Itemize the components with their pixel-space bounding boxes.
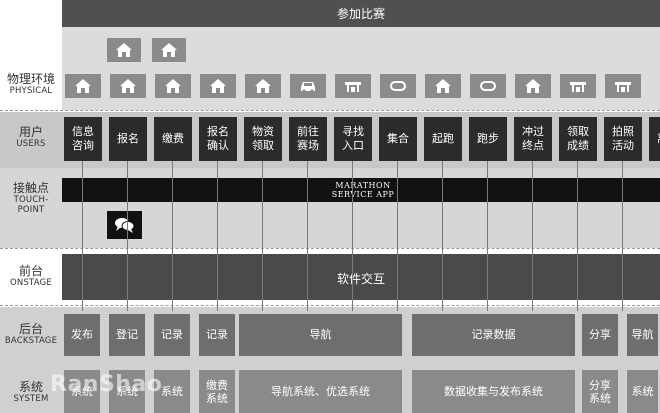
connector-line	[307, 161, 308, 311]
house-icon	[425, 74, 461, 98]
user-step: 集合	[379, 117, 417, 161]
house-icon	[65, 74, 101, 98]
user-step: 起跑	[424, 117, 462, 161]
backstage-box: 导航	[239, 314, 402, 356]
house-icon	[245, 74, 281, 98]
touchpoint-lane-label: 接触点 TOUCH- POINT	[12, 181, 49, 215]
software-interaction-label: 软件交互	[336, 272, 385, 286]
user-step: 缴费	[154, 117, 192, 161]
watermark: RanShao	[50, 372, 163, 397]
connector-line	[127, 161, 128, 311]
separator	[0, 110, 660, 111]
app-bar	[62, 178, 660, 202]
onstage-lane-label: 前台 ONSTAGE	[10, 264, 52, 288]
backstage-box: 导航	[627, 314, 658, 356]
separator	[0, 305, 660, 306]
track-icon	[380, 74, 416, 98]
system-box: 系统	[627, 370, 658, 413]
system-box: 数据收集与发布系统	[412, 370, 575, 413]
connector-line	[397, 161, 398, 311]
user-step: 跑步	[469, 117, 507, 161]
connector-line	[217, 161, 218, 311]
system-box: 系统	[64, 370, 100, 413]
connector-line	[352, 161, 353, 311]
connector-line	[577, 161, 578, 311]
backstage-box: 登记	[109, 314, 145, 356]
car-icon	[290, 74, 326, 98]
backstage-lane-label: 后台 BACKSTAGE	[4, 322, 58, 346]
user-step: 离开	[649, 117, 660, 161]
user-step: 信息 咨询	[64, 117, 102, 161]
user-step: 寻找 入口	[334, 117, 372, 161]
track-icon	[470, 74, 506, 98]
physical-lane-label-bg	[0, 27, 62, 110]
user-step: 前往 赛场	[289, 117, 327, 161]
chat-icon	[107, 211, 142, 239]
separator	[0, 248, 660, 249]
system-box: 导航系统、优选系统	[239, 370, 402, 413]
user-step: 领取 成绩	[559, 117, 597, 161]
shelter-icon	[560, 74, 596, 98]
connector-line	[262, 161, 263, 311]
user-step: 报名	[109, 117, 147, 161]
connector-line	[622, 161, 623, 311]
backstage-box: 发布	[64, 314, 100, 356]
backstage-box: 分享	[582, 314, 618, 356]
user-step: 冲过 终点	[514, 117, 552, 161]
house-icon	[515, 74, 551, 98]
user-step: 报名 确认	[199, 117, 237, 161]
shelter-icon	[605, 74, 641, 98]
house-icon	[200, 74, 236, 98]
backstage-box: 记录数据	[412, 314, 575, 356]
system-lane-label: 系统 SYSTEM	[13, 380, 49, 404]
user-step: 物资 领取	[244, 117, 282, 161]
shelter-icon	[335, 74, 371, 98]
house-icon	[110, 74, 146, 98]
connector-line	[487, 161, 488, 311]
physical-lane-label: 物理环境 PHYSICAL	[6, 72, 55, 96]
connector-line	[172, 161, 173, 311]
connector-line	[442, 161, 443, 311]
house-icon	[107, 38, 141, 62]
system-box: 分享 系统	[582, 370, 618, 413]
connector-line	[82, 161, 83, 311]
backstage-box: 记录	[199, 314, 235, 356]
system-box: 系统	[154, 370, 190, 413]
user-step: 拍照 活动	[604, 117, 642, 161]
house-icon	[155, 74, 191, 98]
system-box: 缴费 系统	[199, 370, 235, 413]
users-lane-label: 用户 USERS	[16, 125, 46, 149]
house-icon	[152, 38, 186, 62]
connector-line	[532, 161, 533, 311]
page-title: 参加比赛	[62, 0, 660, 27]
backstage-box: 记录	[154, 314, 190, 356]
software-interaction-bar	[62, 254, 660, 300]
system-box: 系统	[109, 370, 145, 413]
